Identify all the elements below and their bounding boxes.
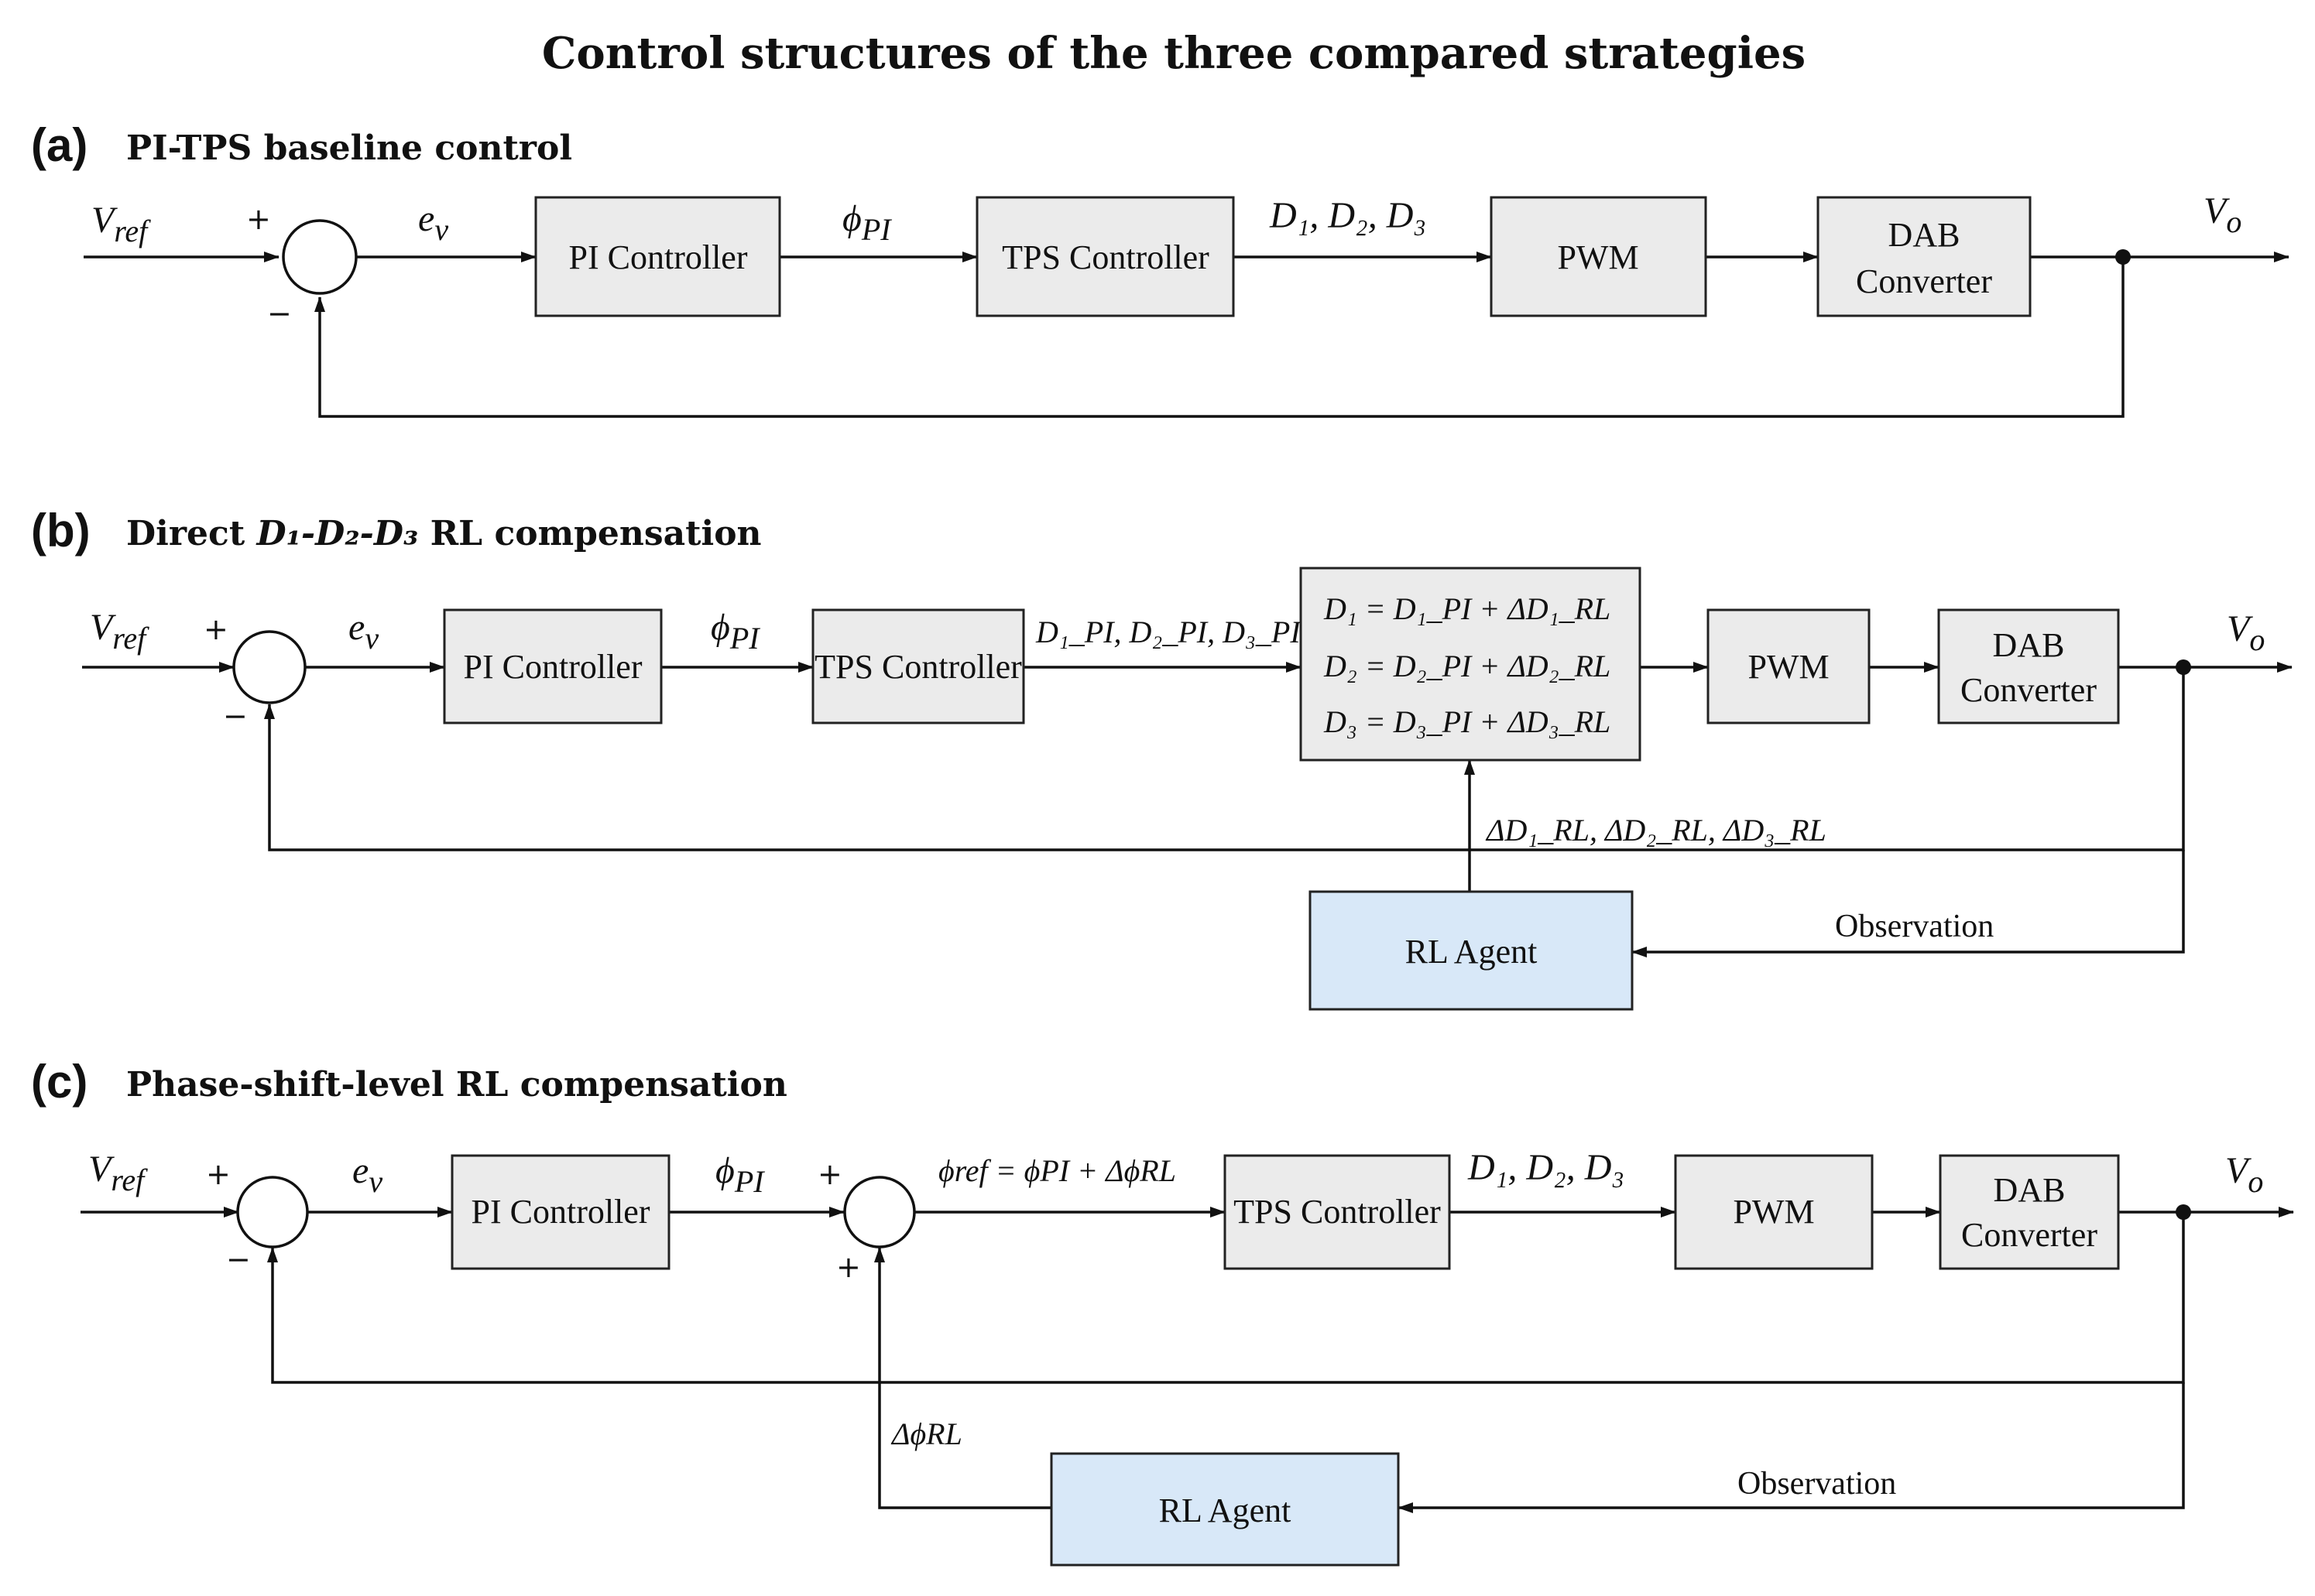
panel-a-dab-label-1: DAB <box>1888 216 1960 254</box>
panel-a-title: PI-TPS baseline control <box>126 128 572 168</box>
panel-b-pwm <box>1706 608 1871 724</box>
panel-a-tps-label: TPS Controller <box>1002 238 1209 276</box>
panel-b-observation-label: Observation <box>1835 909 1994 944</box>
panel-c-pi-controller <box>451 1154 670 1270</box>
panel-c-delta-phi-label: ΔϕRL <box>890 1416 962 1451</box>
panel-c-pi-label: PI Controller <box>472 1193 650 1231</box>
panel-b-title: Direct D₁-D₂-D₃ RL compensation <box>126 514 762 553</box>
panel-b-error-label: ev <box>348 607 379 656</box>
panel-c-observation-label: Observation <box>1737 1466 1896 1502</box>
panel-a-vref-label: Vref <box>91 200 151 248</box>
panel-b-tps-label: TPS Controller <box>815 648 1022 686</box>
panel-b-duty-sum-block <box>1299 567 1641 762</box>
panel-b-phi-label: ϕPI <box>711 607 760 656</box>
panel-c: (c) Phase-shift-level RL compensation Vr… <box>31 1056 2294 1567</box>
panel-c-duty-label: D₁, D₂, D₃ <box>1467 1147 1624 1188</box>
panel-b-rl-agent <box>1308 890 1634 1011</box>
panel-c-error-label: ev <box>352 1150 382 1199</box>
panel-a-duty-label: D₁, D₂, D₃ <box>1269 195 1426 236</box>
panel-b-pi-label: PI Controller <box>464 648 643 686</box>
panel-c-dab-converter <box>1939 1154 2120 1270</box>
panel-b-feedback-path <box>264 667 2185 851</box>
panel-b-output-node <box>2176 659 2191 675</box>
panel-b-sum-eq-2: D₂ = D₂_PI + ΔD₂_RL <box>1323 649 1610 683</box>
panel-b-plus-sign: + <box>204 612 228 646</box>
panel-c-rl-label: RL Agent <box>1159 1492 1291 1529</box>
panel-a-error-label: ev <box>418 198 448 247</box>
panel-a-feedback-path <box>314 257 2125 418</box>
panel-b: (b) Direct D₁-D₂-D₃ RL compensation Vref… <box>31 505 2293 1011</box>
panel-c-output-node <box>2176 1204 2191 1220</box>
panel-a-dab-converter <box>1816 196 2032 317</box>
panel-a-letter: (a) <box>31 119 87 171</box>
panel-a-dab-label-2: Converter <box>1856 262 1992 300</box>
panel-b-letter: (b) <box>31 505 91 557</box>
panel-c-phase-summing-junction <box>843 1176 916 1248</box>
panel-a: (a) PI-TPS baseline control Vref + − ev … <box>31 119 2289 418</box>
panel-a-vo-label: Vo <box>2204 190 2241 239</box>
panel-b-minus-sign: − <box>223 699 248 733</box>
panel-b-sum-eq-3: D₃ = D₃_PI + ΔD₃_RL <box>1323 704 1610 739</box>
panel-b-sum-eq-1: D₁ = D₁_PI + ΔD₁_RL <box>1323 591 1610 626</box>
panel-b-dab-converter <box>1937 608 2120 724</box>
panel-c-summing-junction <box>236 1176 309 1248</box>
panel-a-plus-sign: + <box>246 202 271 236</box>
panel-c-vo-label: Vo <box>2225 1150 2263 1199</box>
panel-b-delta-d-label: ΔD₁_RL, ΔD₂_RL, ΔD₃_RL <box>1485 813 1826 848</box>
panel-a-output-node <box>2115 249 2131 265</box>
panel-b-tps-controller <box>811 608 1025 724</box>
panel-b-rl-label: RL Agent <box>1405 933 1538 971</box>
panel-a-tps-controller <box>976 196 1235 317</box>
panel-c-plus-sign: + <box>206 1157 231 1191</box>
panel-a-minus-sign: − <box>267 296 292 331</box>
panel-b-observation-path <box>1631 850 2185 957</box>
panel-c-tps-label: TPS Controller <box>1233 1193 1441 1231</box>
panel-a-summing-junction <box>282 219 358 295</box>
panel-c-title: Phase-shift-level RL compensation <box>126 1065 787 1105</box>
panel-c-minus-sign: − <box>226 1242 251 1276</box>
panel-c-phi-label: ϕPI <box>715 1150 765 1199</box>
panel-c-plus-sign-2: + <box>818 1157 842 1191</box>
panel-c-feedback-path <box>267 1212 2185 1384</box>
panel-b-pi-controller <box>443 608 663 724</box>
panel-a-pi-label: PI Controller <box>569 238 748 276</box>
panel-c-pwm <box>1674 1154 1874 1270</box>
panel-c-vref-label: Vref <box>88 1149 148 1197</box>
panel-b-summing-junction <box>232 630 307 704</box>
panel-a-pwm-label: PWM <box>1557 238 1638 276</box>
panel-b-dab-label-2: Converter <box>1960 671 2097 709</box>
panel-c-pwm-label: PWM <box>1733 1193 1814 1231</box>
panel-c-observation-path <box>1398 1382 2185 1513</box>
panel-c-plus-sign-3: + <box>836 1250 861 1284</box>
figure-title: Control structures of the three compared… <box>542 28 1806 79</box>
panel-a-pwm <box>1490 196 1707 317</box>
panel-a-pi-controller <box>534 196 781 317</box>
panel-b-pwm-label: PWM <box>1747 648 1829 686</box>
panel-c-delta-phi-path <box>874 1247 1051 1509</box>
panel-c-rl-agent <box>1050 1452 1400 1567</box>
panel-b-vref-label: Vref <box>90 607 149 656</box>
panel-b-vo-label: Vo <box>2227 608 2265 657</box>
panel-c-phi-ref-label: ϕref = ϕPI + ΔϕRL <box>938 1153 1176 1188</box>
panel-b-duty-pi-label: D₁_PI, D₂_PI, D₃_PI <box>1035 615 1302 649</box>
panel-a-phi-label: ϕPI <box>842 198 892 247</box>
panel-b-dab-label-1: DAB <box>1993 626 2065 664</box>
panel-c-tps-controller <box>1223 1154 1451 1270</box>
panel-c-dab-label-1: DAB <box>1994 1171 2066 1209</box>
panel-c-dab-label-2: Converter <box>1961 1216 2097 1254</box>
panel-c-letter: (c) <box>31 1056 87 1108</box>
